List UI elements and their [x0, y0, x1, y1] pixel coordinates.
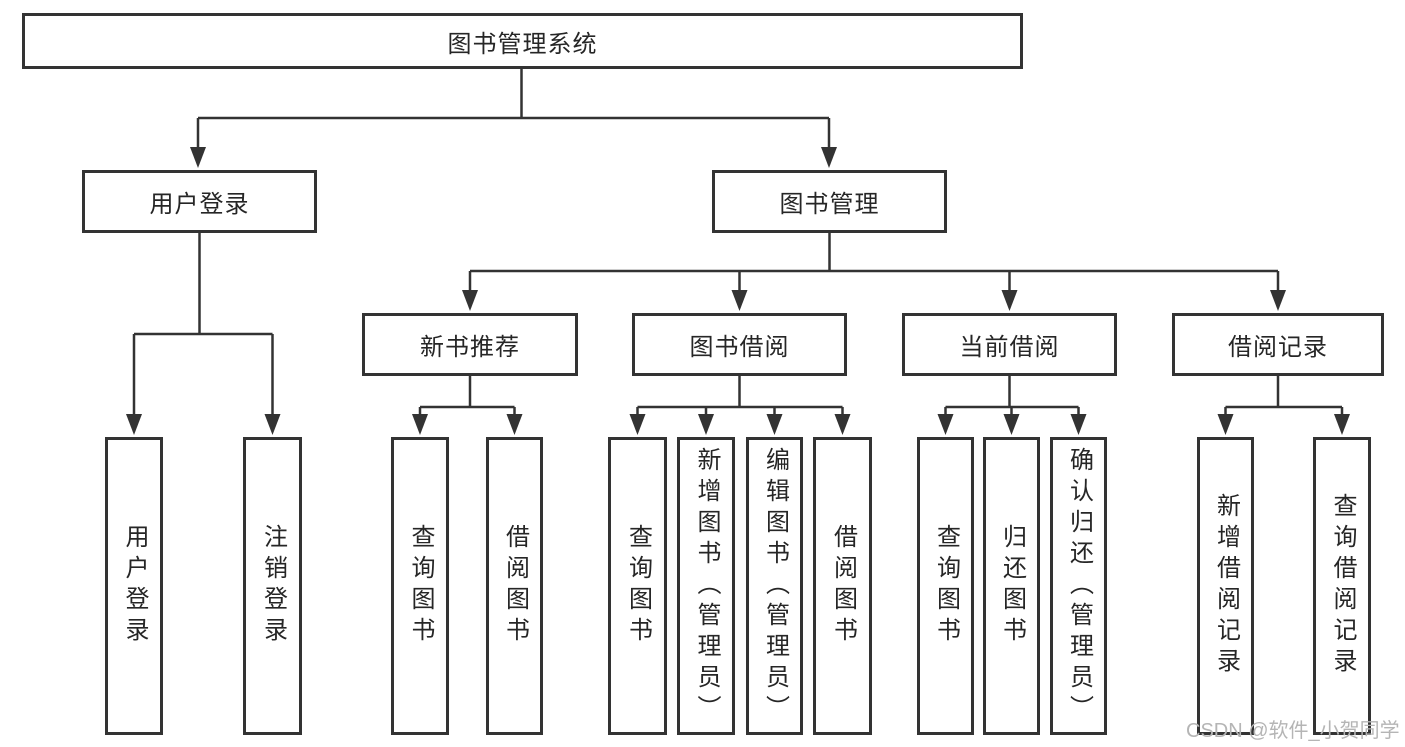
node-user-login: 用户登录 — [82, 170, 317, 233]
node-current-borrowing: 当前借阅 — [902, 313, 1117, 376]
connector-root-split — [196, 69, 831, 152]
leaf-add-books-admin: 新增图书（管理员） — [677, 437, 735, 735]
node-current-borrowing-label: 当前借阅 — [959, 334, 1060, 361]
node-root: 图书管理系统 — [22, 13, 1023, 69]
leaf-query-books-borrowing-label: 查询图书 — [624, 524, 652, 648]
leaf-edit-books-admin: 编辑图书（管理员） — [746, 437, 803, 735]
leaf-logout-label: 注销登录 — [259, 524, 287, 648]
connector-new-book-split — [418, 376, 516, 420]
leaf-query-books-current-label: 查询图书 — [932, 524, 960, 648]
leaf-query-books-borrowing: 查询图书 — [608, 437, 667, 735]
leaf-return-books-label: 归还图书 — [998, 524, 1026, 648]
connector-user-login-split — [132, 233, 274, 419]
leaf-user-login: 用户登录 — [105, 437, 163, 735]
node-book-management-label: 图书管理 — [779, 191, 880, 218]
node-root-label: 图书管理系统 — [447, 30, 598, 58]
leaf-logout: 注销登录 — [243, 437, 302, 735]
leaf-add-borrow-record: 新增借阅记录 — [1197, 437, 1254, 735]
leaf-return-books: 归还图书 — [983, 437, 1040, 735]
connector-book-borrowing-split — [636, 376, 844, 420]
leaf-add-borrow-record-label: 新增借阅记录 — [1212, 493, 1240, 679]
node-new-book-recommend: 新书推荐 — [362, 313, 578, 376]
leaf-borrow-books-recommend-label: 借阅图书 — [501, 524, 529, 648]
leaf-borrow-books-borrowing: 借阅图书 — [813, 437, 872, 735]
node-book-management: 图书管理 — [712, 170, 947, 233]
leaf-confirm-return-admin: 确认归还（管理员） — [1050, 437, 1107, 735]
connector-current-borrowing-split — [944, 376, 1080, 420]
csdn-watermark: CSDN @软件_小贺同学 — [1186, 720, 1400, 742]
node-book-borrowing: 图书借阅 — [632, 313, 847, 376]
leaf-confirm-return-admin-label: 确认归还（管理员） — [1065, 446, 1093, 726]
node-borrowing-records-label: 借阅记录 — [1228, 334, 1328, 361]
node-borrowing-records: 借阅记录 — [1172, 313, 1384, 376]
leaf-borrow-books-recommend: 借阅图书 — [486, 437, 543, 735]
node-book-borrowing-label: 图书借阅 — [689, 334, 790, 361]
node-user-login-label: 用户登录 — [149, 191, 250, 218]
connector-book-management-split — [468, 233, 1280, 295]
leaf-query-borrow-record-label: 查询借阅记录 — [1329, 493, 1356, 679]
leaf-query-books-recommend: 查询图书 — [391, 437, 449, 735]
connector-borrowing-records-split — [1224, 376, 1344, 420]
leaf-query-borrow-record: 查询借阅记录 — [1313, 437, 1371, 735]
node-new-book-recommend-label: 新书推荐 — [420, 334, 520, 361]
leaf-query-books-current: 查询图书 — [917, 437, 974, 735]
leaf-borrow-books-borrowing-label: 借阅图书 — [829, 524, 857, 648]
leaf-user-login-label: 用户登录 — [121, 524, 148, 648]
leaf-add-books-admin-label: 新增图书（管理员） — [693, 446, 720, 726]
leaf-edit-books-admin-label: 编辑图书（管理员） — [761, 446, 789, 726]
leaf-query-books-recommend-label: 查询图书 — [407, 524, 434, 648]
